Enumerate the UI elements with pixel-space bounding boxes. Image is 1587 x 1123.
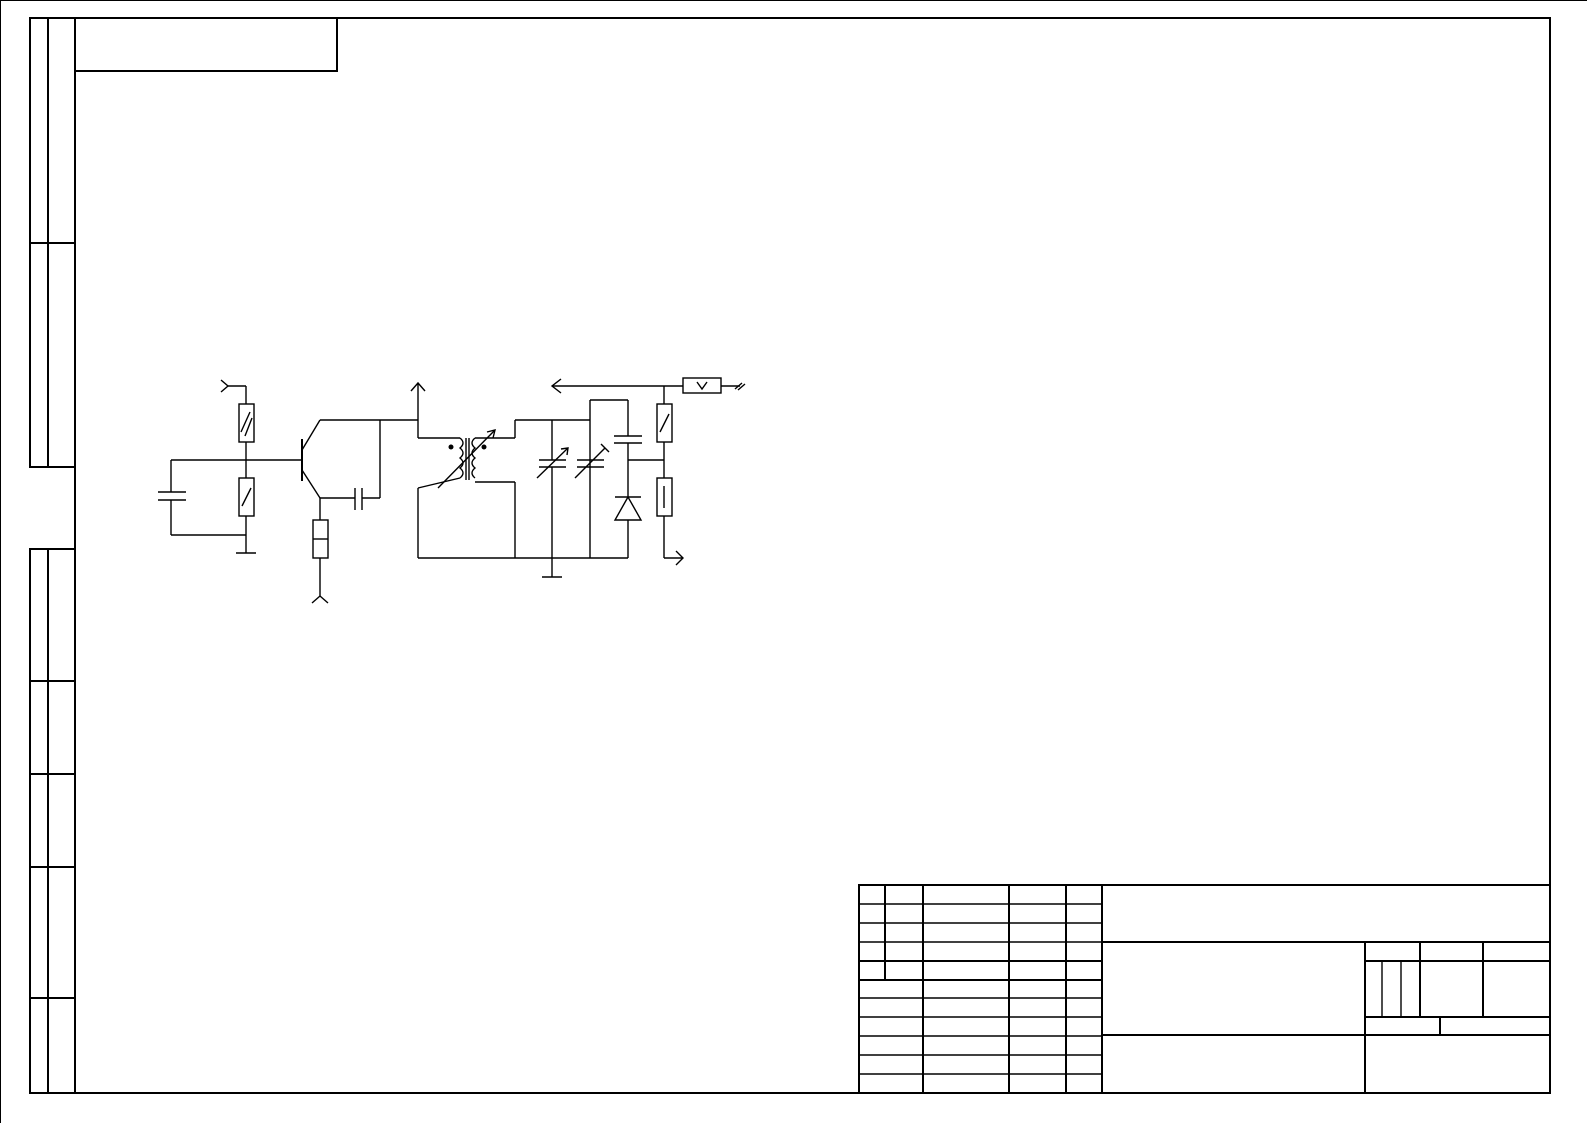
right-resistor-lower: [656, 477, 684, 566]
tank-circuit-wiring: [417, 399, 628, 559]
input-capacitor: [158, 459, 246, 536]
title-block: [858, 884, 1551, 1094]
bias-resistor-upper: [238, 403, 255, 478]
top-left-stamp-box: [74, 17, 338, 72]
trimmer-capacitor: [574, 443, 610, 479]
voltage-control-element: [682, 377, 746, 394]
supply-input-terminal: [220, 379, 247, 404]
varactor-diode: [613, 460, 643, 558]
drawing-border: [74, 17, 1551, 1094]
collector-supply-arrow: [410, 381, 426, 438]
variable-capacitor-1: [536, 420, 569, 578]
circuit-schematic: [158, 377, 746, 604]
bias-resistor-lower: [236, 477, 256, 554]
output-arrow: [550, 378, 683, 394]
coupling-capacitor: [614, 400, 664, 461]
transistor: [301, 419, 418, 499]
emitter-capacitor: [320, 420, 381, 510]
variable-transformer: [417, 429, 515, 489]
left-margin-strip: [29, 17, 76, 1094]
right-resistor-upper: [656, 386, 673, 478]
emitter-resistor: [311, 498, 329, 604]
